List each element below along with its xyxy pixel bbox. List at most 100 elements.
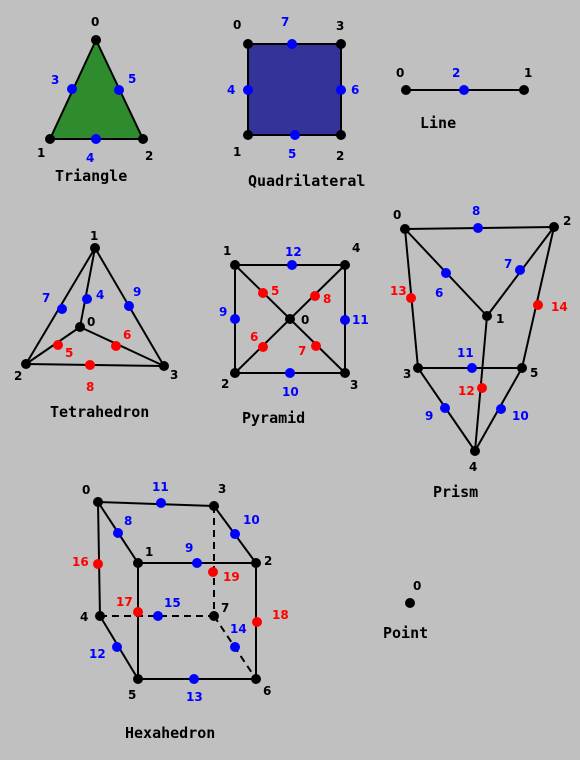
quadrilateral-node-7 [287,39,297,49]
hexahedron-node-17 [133,607,143,617]
prism-node-11 [467,363,477,373]
prism-node-12 [477,383,487,393]
pyramid-node-4 [340,260,350,270]
prism-node-13 [406,293,416,303]
pyramid-label-2: 2 [221,377,229,391]
pyramid-node-12 [287,260,297,270]
prism-node-2 [549,222,559,232]
quadrilateral-node-2 [336,130,346,140]
hexahedron-label-8: 8 [124,514,132,528]
pyramid-node-8 [310,291,320,301]
hexahedron-node-11 [156,498,166,508]
tetrahedron-node-8 [85,360,95,370]
prism-node-6 [441,268,451,278]
quadrilateral-label-1: 1 [233,145,241,159]
pyramid-node-6 [258,342,268,352]
triangle-label-5: 5 [128,72,136,86]
hexahedron-node-0 [93,497,103,507]
hexahedron-node-1 [133,558,143,568]
prism-title: Prism [433,483,478,501]
pyramid-node-2 [230,368,240,378]
prism-node-9 [440,403,450,413]
triangle-node-5 [114,85,124,95]
tetrahedron-label-7: 7 [42,291,50,305]
hexahedron-label-6: 6 [263,684,271,698]
prism-node-10 [496,404,506,414]
hexahedron-label-3: 3 [218,482,226,496]
prism-figure: 0 1 2 3 4 5 6 7 8 9 10 11 12 13 14 Prism [390,204,571,501]
hexahedron-label-4: 4 [80,610,88,624]
tetrahedron-label-0: 0 [87,315,95,329]
prism-node-7 [515,265,525,275]
hexahedron-label-13: 13 [186,690,203,704]
prism-label-2: 2 [563,214,571,228]
tetrahedron-node-6 [111,341,121,351]
prism-node-14 [533,300,543,310]
quadrilateral-node-1 [243,130,253,140]
triangle-label-1: 1 [37,146,45,160]
hexahedron-node-8 [113,528,123,538]
hexahedron-label-0: 0 [82,483,90,497]
prism-node-1 [482,311,492,321]
pyramid-label-8: 8 [323,292,331,306]
prism-label-4: 4 [469,460,477,474]
tetrahedron-label-9: 9 [133,285,141,299]
line-node-2 [459,85,469,95]
pyramid-node-11 [340,315,350,325]
pyramid-node-3 [340,368,350,378]
triangle-label-3: 3 [51,73,59,87]
pyramid-label-3: 3 [350,378,358,392]
quadrilateral-label-0: 0 [233,18,241,32]
prism-node-4 [470,446,480,456]
hexahedron-node-12 [112,642,122,652]
hexahedron-label-10: 10 [243,513,260,527]
tetrahedron-label-3: 3 [170,368,178,382]
pyramid-label-1: 1 [223,244,231,258]
quadrilateral-label-7: 7 [281,15,289,29]
hexahedron-label-11: 11 [152,480,169,494]
tetrahedron-title: Tetrahedron [50,403,149,421]
pyramid-title: Pyramid [242,409,305,427]
tetrahedron-edge [79,326,165,367]
tetrahedron-label-8: 8 [86,380,94,394]
triangle-face [48,37,145,140]
pyramid-label-9: 9 [219,305,227,319]
hexahedron-node-5 [133,674,143,684]
hexahedron-node-15 [153,611,163,621]
line-figure: 0 1 2 Line [396,66,532,132]
pyramid-node-9 [230,314,240,324]
hexahedron-label-1: 1 [145,545,153,559]
hexahedron-label-19: 19 [223,570,240,584]
hexahedron-label-2: 2 [264,554,272,568]
quadrilateral-face [247,43,342,136]
prism-label-7: 7 [504,257,512,271]
prism-label-3: 3 [403,367,411,381]
hexahedron-label-7: 7 [221,601,229,615]
quadrilateral-title: Quadrilateral [248,172,365,190]
hexahedron-label-17: 17 [116,595,133,609]
triangle-node-4 [91,134,101,144]
line-node-1 [519,85,529,95]
line-label-0: 0 [396,66,404,80]
pyramid-label-11: 11 [352,313,369,327]
hexahedron-label-14: 14 [230,622,247,636]
hexahedron-label-5: 5 [128,688,136,702]
triangle-node-2 [138,134,148,144]
pyramid-node-10 [285,368,295,378]
hexahedron-node-7 [209,611,219,621]
prism-label-10: 10 [512,409,529,423]
prism-label-9: 9 [425,409,433,423]
point-node-0 [405,598,415,608]
point-figure: 0 Point [383,579,428,642]
tetrahedron-edge [25,326,81,365]
triangle-label-2: 2 [145,149,153,163]
prism-node-3 [413,363,423,373]
hexahedron-label-12: 12 [89,647,106,661]
quadrilateral-node-0 [243,39,253,49]
pyramid-label-5: 5 [271,284,279,298]
tetrahedron-node-1 [90,243,100,253]
quadrilateral-node-4 [243,85,253,95]
hexahedron-node-2 [251,558,261,568]
pyramid-node-1 [230,260,240,270]
prism-label-8: 8 [472,204,480,218]
